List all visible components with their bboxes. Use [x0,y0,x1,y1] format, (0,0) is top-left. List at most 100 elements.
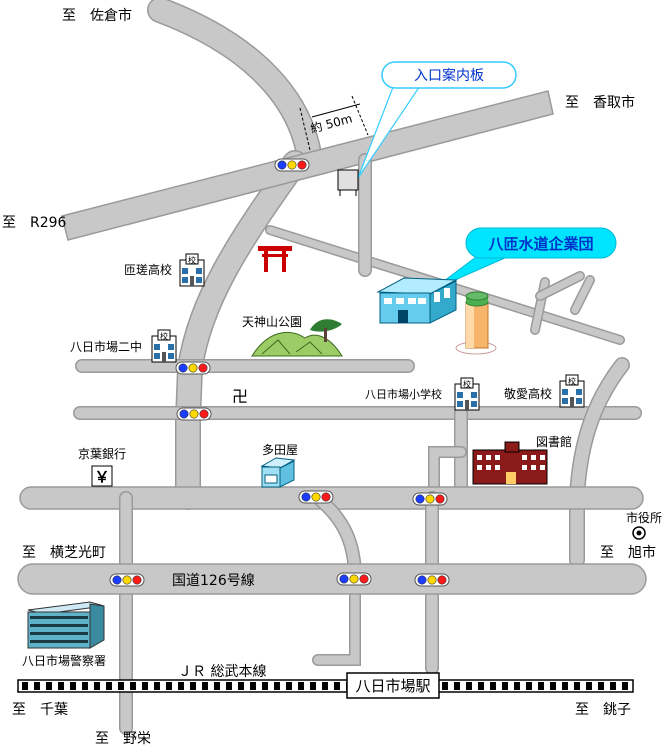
label-jr-sobu: ＪＲ 総武本線 [178,664,266,680]
city-hall-icon [632,526,646,540]
rail-tie [166,682,172,690]
rail-tie [34,682,40,690]
torii-icon [258,246,292,272]
school-icon-elementary: 校 [454,377,480,411]
rail-tie [526,682,532,690]
company-building-icon [376,277,458,324]
rail-tie [130,682,136,690]
svg-text:校: 校 [188,255,196,265]
traffic-signals [109,158,450,587]
label-route126: 国道126号線 [172,573,255,589]
rail-tie [322,682,328,690]
label-keiai-hs: 敬愛高校 [504,386,552,401]
rail-tie [58,682,64,690]
library-building-icon [472,441,548,485]
rail-tie [106,682,112,690]
callout-company: 八匝水道企業団 [431,227,617,291]
label-keiyo-bank: 京葉銀行 [78,447,126,461]
rail-tie [334,682,340,690]
rail-tie [622,682,628,690]
rail-tie [214,682,220,690]
rail-tie [142,682,148,690]
rail-tie [70,682,76,690]
label-library: 図書館 [536,434,572,449]
dir-r296: 至 R296 [2,215,67,231]
rail-tie [178,682,184,690]
rail-tie [22,682,28,690]
dir-asahi: 至 旭市 [600,544,656,561]
rail-tie [514,682,520,690]
school-icon-keiai: 校 [559,374,585,408]
svg-text:校: 校 [463,379,471,389]
company-label: 八匝水道企業団 [487,235,593,253]
rail-tie [562,682,568,690]
svg-text:校: 校 [568,376,576,386]
rail-tie [202,682,208,690]
rail-tie [610,682,616,690]
railway-sobu-line [17,679,634,693]
callout-entrance-board: 入口案内板 [357,61,517,179]
rail-tie [538,682,544,690]
rail-tie [286,682,292,690]
station-label: 八日市場駅 [355,677,430,695]
rail-tie [298,682,304,690]
traffic-signal-icon [298,490,334,504]
rail-tie [226,682,232,690]
road-route126 [17,563,647,595]
rail-tie [466,682,472,690]
label-2nd-jhs: 八日市場二中 [70,339,142,354]
temple-icon: 卍 [232,387,248,406]
traffic-signal-icon [274,158,310,172]
rail-tie [82,682,88,690]
tadaya-shop-icon [260,457,296,488]
rail-tie [190,682,196,690]
entrance-board-sign [337,169,359,196]
label-police: 八日市場警察署 [22,653,106,668]
traffic-signal-icon [109,573,145,587]
label-tadaya: 多田屋 [262,443,298,457]
rail-tie [598,682,604,690]
dir-noe: 至 野栄 [95,731,151,747]
station-box: 八日市場駅 [346,672,440,699]
rail-tie [442,682,448,690]
traffic-signal-icon [176,407,212,421]
rail-tie [478,682,484,690]
rail-tie [574,682,580,690]
school-icon-2nd-jhs: 校 [151,329,177,363]
police-building-icon [27,601,105,649]
school-icon-sosa: 校 [179,253,205,287]
label-elementary: 八日市場小学校 [365,387,442,401]
bank-symbol: ￥ [94,468,109,486]
traffic-signal-icon [414,573,450,587]
rail-tie [454,682,460,690]
rail-tie [274,682,280,690]
traffic-signal-icon [175,361,211,375]
rail-tie [586,682,592,690]
rail-tie [490,682,496,690]
rail-tie [310,682,316,690]
dir-sakura: 至 佐倉市 [62,7,132,24]
rail-tie [94,682,100,690]
water-tower-icon [455,291,497,355]
traffic-signal-icon [336,572,372,586]
label-sosa-hs: 匝瑳高校 [124,262,172,277]
rail-tie [46,682,52,690]
dir-choshi: 至 銚子 [575,702,631,718]
bank-icon: ￥ [91,465,113,487]
dir-yokoshiba: 至 横芝光町 [22,545,106,561]
dir-chiba: 至 千葉 [12,702,68,718]
label-tenjinyama-park: 天神山公園 [242,315,302,329]
label-city-hall: 市役所 [626,510,662,525]
rail-tie [238,682,244,690]
rail-tie [250,682,256,690]
park-icon [251,319,343,357]
entrance-board-label: 入口案内板 [414,67,484,84]
rail-tie [262,682,268,690]
rail-tie [118,682,124,690]
dir-katori: 至 香取市 [565,94,635,111]
distance-label: 約 50m [309,110,354,136]
rail-tie [502,682,508,690]
rail-tie [154,682,160,690]
rail-tie [550,682,556,690]
